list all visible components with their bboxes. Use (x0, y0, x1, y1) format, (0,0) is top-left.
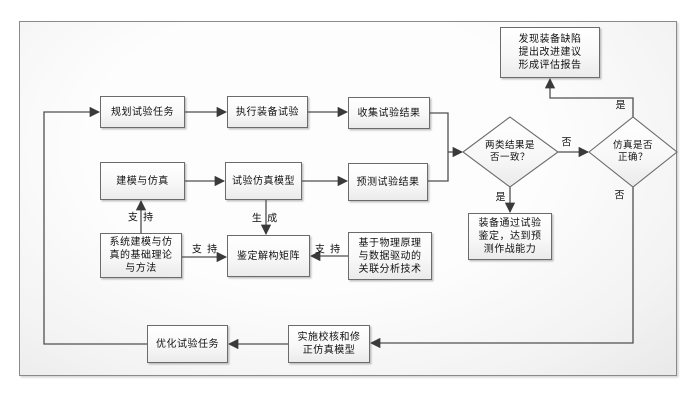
edge-label-support-up: 支 持 (127, 212, 155, 224)
edge-label-yes-2: 是 (615, 100, 627, 112)
edge-merge-results (428, 112, 449, 182)
edge-label-no-1: 否 (561, 137, 573, 149)
node-plan-tasks: 规划试验任务 (100, 96, 185, 128)
node-defect-report: 发现装备缺陷 提出改进建议 形成评估报告 (500, 27, 600, 78)
edge-decision2-yes (544, 77, 634, 117)
edge-label-no-2: 否 (614, 190, 626, 202)
node-execute-test: 执行装备试验 (227, 96, 308, 128)
node-collect-results: 收集试验结果 (348, 97, 430, 129)
edge-label-yes-1: 是 (495, 192, 507, 204)
decision-simulation-correct-shape (588, 116, 678, 188)
node-optimize-tasks: 优化试验任务 (147, 325, 228, 363)
node-modeling-simulation: 建模与仿真 (100, 162, 185, 200)
node-theory-methods: 系统建模与仿 真的基础理论 与方法 (100, 233, 182, 278)
node-equipment-qualified: 装备通过试验 鉴定，达到预 测作战能力 (468, 213, 552, 260)
edge-decision2-no (369, 187, 634, 349)
edge-label-support-right: 支 持 (191, 244, 219, 256)
decision-simulation-correct-label: 仿真是否 正确？ (612, 140, 654, 163)
node-correlation-analysis: 基于物理原理 与数据驱动的 关联分析技术 (348, 232, 432, 280)
node-evaluation-matrix: 鉴定解构矩阵 (227, 235, 310, 277)
decision-results-consistent-shape (462, 116, 559, 188)
edge-optimize-to-plan (43, 106, 147, 345)
node-predict-results: 预测试验结果 (348, 163, 428, 201)
edge-label-support-left: 支 持 (314, 244, 342, 256)
edge-label-generate: 生 成 (251, 213, 279, 225)
node-simulation-model: 试验仿真模型 (225, 162, 302, 200)
node-verify-correct-model: 实施校核和修 正仿真模型 (288, 325, 370, 363)
decision-results-consistent-label: 两类结果是 否一致？ (484, 140, 536, 163)
